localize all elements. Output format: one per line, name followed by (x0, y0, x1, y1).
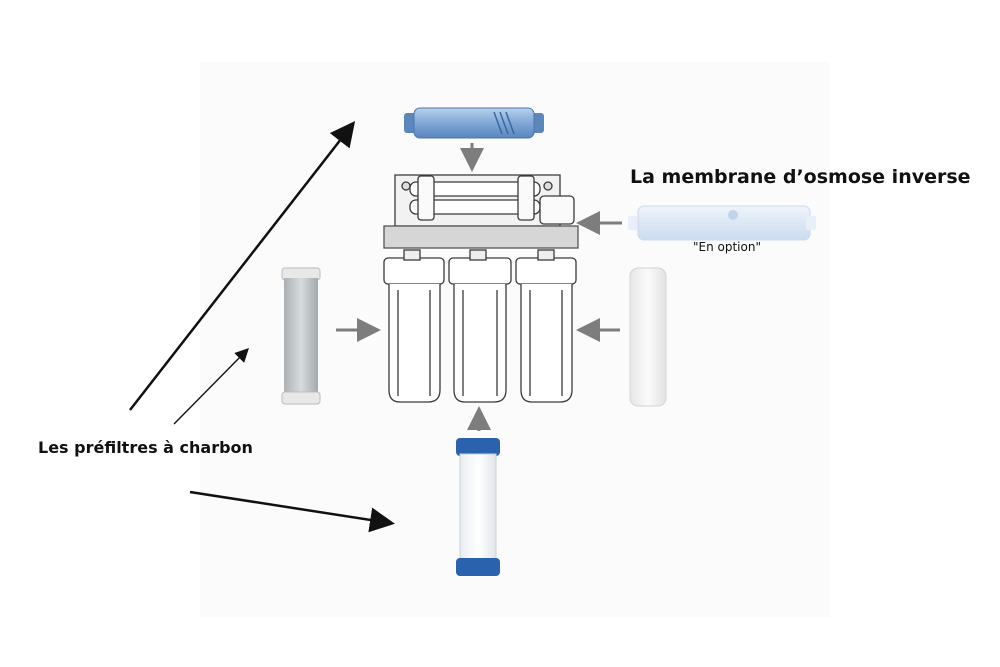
arrow-to-carbon-block (173, 348, 249, 425)
housing-3 (515, 249, 577, 403)
housing-2 (448, 249, 512, 403)
arrow-to-granular (189, 490, 395, 533)
inline-post-filter (404, 107, 544, 139)
granular-carbon-filter (456, 438, 500, 576)
arrow-to-inline (129, 121, 356, 411)
housing-1 (383, 249, 445, 403)
prefilters-label: Les préfiltres à charbon (38, 438, 253, 457)
membrane-label: La membrane d’osmose inverse (630, 166, 971, 188)
optional-label: "En option" (693, 240, 761, 254)
ro-unit (383, 174, 579, 403)
ro-membrane (628, 205, 816, 241)
sediment-filter (629, 267, 667, 407)
carbon-block-filter (281, 267, 321, 405)
